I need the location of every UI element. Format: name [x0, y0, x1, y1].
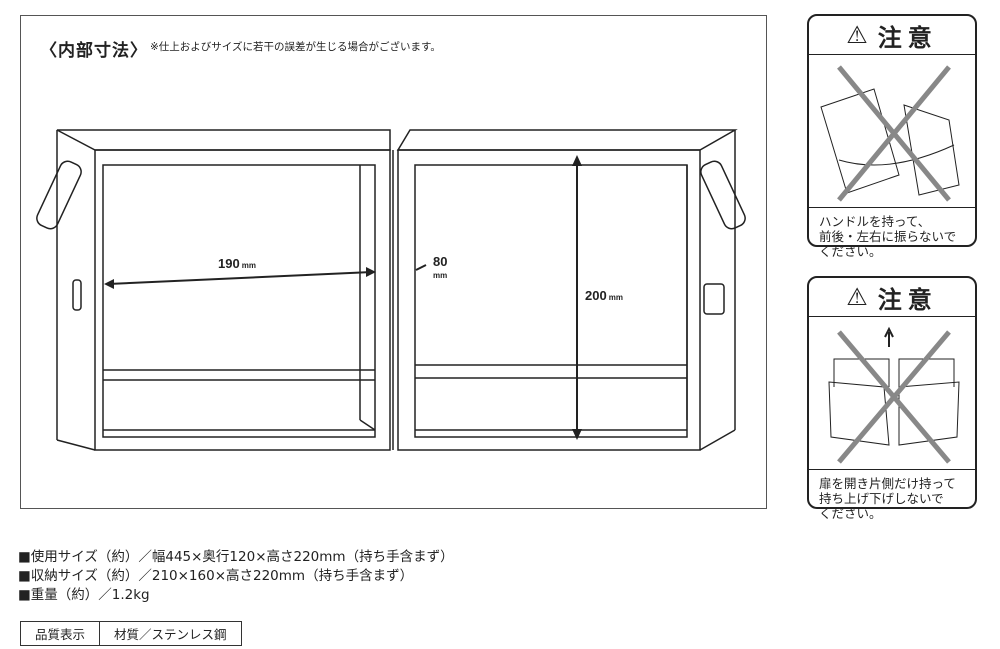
spec-weight: ■重量（約）／1.2kg [18, 587, 150, 603]
quality-label: 品質表示 [19, 621, 101, 646]
caution-text-line: ください。 [819, 506, 882, 521]
quality-table: 品質表示材質／ステンレス鋼 [19, 621, 242, 646]
caution-text-line: ください。 [819, 244, 882, 259]
caution-text-line: ハンドルを持って、 [819, 214, 931, 229]
caution-header: ⚠注意 [809, 16, 975, 55]
diagram-frame [20, 15, 767, 509]
caution-card-swing: ⚠注意 ハンドルを持って、前後・左右に振らないでください。 [807, 14, 977, 259]
diagram-title: 〈内部寸法〉 [40, 41, 148, 61]
spec-usage-size: ■使用サイズ（約）／幅445×奥行120×高さ220mm（持ち手含まず） [18, 549, 454, 565]
quality-value: 材質／ステンレス鋼 [99, 621, 242, 646]
caution-illustration-lift [809, 317, 975, 470]
warning-triangle-icon: ⚠ [846, 21, 874, 49]
caution-text-line: 持ち上げ下げしないで [819, 491, 944, 506]
spec-list: ■使用サイズ（約）／幅445×奥行120×高さ220mm（持ち手含まず） ■収納… [18, 548, 454, 605]
caution-illustration-swing [809, 55, 975, 208]
caution-card-lift: ⚠注意 扉を開き片側だけ持って持ち上げ下げしないでください。 [807, 276, 977, 521]
diagram-note: ※仕上およびサイズに若干の誤差が生じる場合がございます。 [150, 41, 441, 53]
caution-header: ⚠注意 [809, 278, 975, 317]
spec-storage-size: ■収納サイズ（約）／210×160×高さ220mm（持ち手含まず） [18, 568, 414, 584]
caution-text-line: 前後・左右に振らないで [819, 229, 957, 244]
cabinet-drawing [36, 129, 746, 451]
caution-text-line: 扉を開き片側だけ持って [819, 476, 956, 491]
warning-triangle-icon: ⚠ [846, 283, 874, 311]
